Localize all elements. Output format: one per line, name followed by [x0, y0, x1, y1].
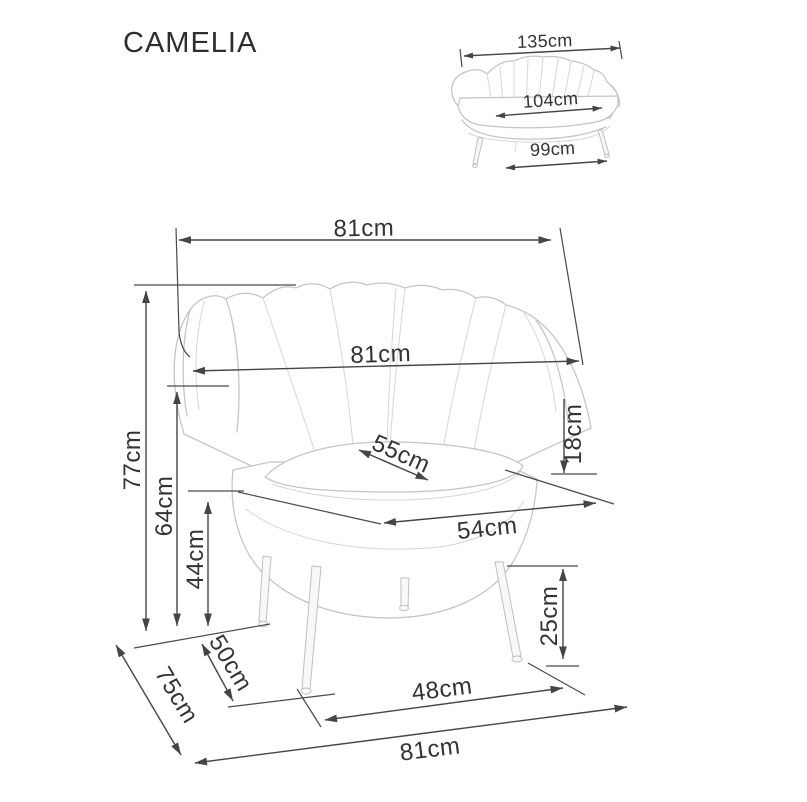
- dimension-label: 135cm: [517, 30, 573, 52]
- sofa-dim-total-width: 135cm: [459, 30, 623, 68]
- chair-petal-seams: [262, 287, 507, 463]
- extension-line: [559, 227, 584, 366]
- dimension-label: 18cm: [560, 404, 587, 465]
- dimension-label: 104cm: [522, 88, 579, 112]
- sofa-legs: [472, 129, 610, 169]
- dimension-label: 81cm: [350, 340, 412, 369]
- extension-line: [527, 662, 586, 696]
- dim-total-depth: 75cm: [115, 644, 204, 756]
- dim-back-width: 81cm: [192, 340, 580, 375]
- product-title: CAMELIA: [123, 27, 258, 59]
- sofa-right-armrest-curl: [606, 81, 621, 108]
- dimension-line: [192, 357, 580, 375]
- dim-base-width: 81cm: [194, 704, 628, 767]
- dimension-line: [201, 643, 234, 702]
- dimension-label: 25cm: [536, 586, 563, 647]
- dim-seat-height: 44cm: [182, 490, 244, 626]
- dimension-label: 81cm: [333, 214, 394, 242]
- dim-armrest-above-seat: 18cm: [551, 399, 597, 475]
- chair-back-outline: [173, 281, 592, 471]
- dim-seat-width: 54cm: [237, 469, 615, 545]
- dimension-label: 99cm: [530, 138, 576, 160]
- dim-leg-span-depth: 50cm: [201, 630, 258, 702]
- extension-line: [237, 491, 382, 525]
- dimension-line: [358, 449, 429, 481]
- dim-top-width: 81cm: [175, 214, 584, 366]
- dim-leg-height: 25cm: [507, 565, 579, 667]
- floor-line-front: [227, 693, 336, 708]
- dimension-label: 81cm: [398, 732, 462, 766]
- floor-reference-lines: [133, 623, 336, 708]
- floor-line-rear: [133, 623, 271, 649]
- sofa-thumbnail: 135cm 104cm 99cm: [451, 30, 623, 171]
- sofa-dim-seat-width: 104cm: [495, 88, 603, 119]
- dimension-label: 75cm: [149, 662, 203, 728]
- dimension-line: [383, 500, 597, 526]
- dimension-label: 54cm: [456, 512, 519, 545]
- dimension-line: [115, 644, 182, 756]
- dimension-label: 64cm: [151, 476, 178, 537]
- dimension-line: [194, 704, 628, 766]
- dimension-label: 77cm: [119, 430, 146, 491]
- dimension-label: 44cm: [182, 529, 209, 590]
- extension-line: [175, 227, 191, 358]
- extension-line: [296, 688, 322, 728]
- chair-legs: [258, 555, 523, 695]
- dim-armrest-height: 64cm: [151, 385, 229, 626]
- sofa-dim-leg-span: 99cm: [505, 138, 608, 171]
- extension-line: [504, 469, 615, 505]
- chair-seat-piping: [271, 471, 521, 501]
- dim-total-height: 77cm: [119, 284, 296, 631]
- dimension-label: 50cm: [203, 630, 257, 696]
